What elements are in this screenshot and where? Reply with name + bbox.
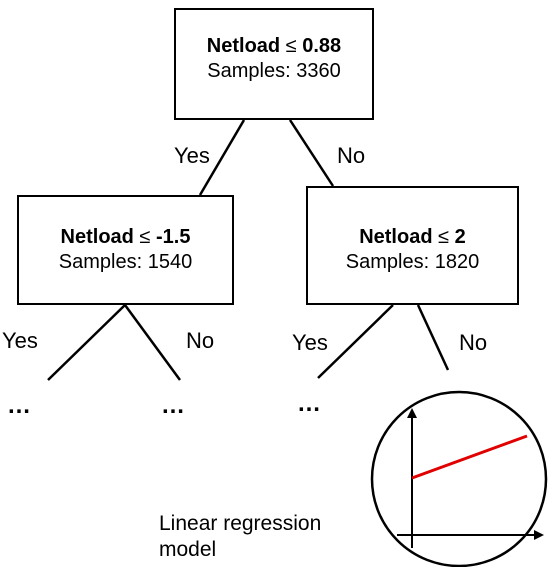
root-feature: Netload (206, 35, 281, 57)
edge-right-no (416, 304, 450, 371)
root-no-label: No (337, 143, 366, 168)
root-operator: ≤ (285, 35, 297, 57)
right-feature: Netload (359, 226, 433, 248)
left-condition: Netload ≤ -1.5 (19, 225, 232, 249)
leaf-circle (370, 390, 548, 567)
left-yes-label: Yes (2, 328, 38, 353)
left-samples: Samples: 1540 (58, 251, 193, 273)
leaf-caption: Linear regression model (159, 511, 321, 563)
edge-root-right (288, 119, 335, 187)
right-threshold: 2 (454, 226, 466, 248)
root-node: Netload ≤ 0.88 Samples: 3360 (174, 8, 374, 120)
root-condition: Netload ≤ 0.88 (176, 34, 372, 58)
left-yes-ellipsis: … (7, 392, 32, 419)
left-operator: ≤ (139, 226, 151, 248)
leaf-caption-line1: Linear regression (159, 512, 322, 535)
left-feature: Netload (60, 226, 134, 248)
right-samples: Samples: 1820 (345, 251, 480, 273)
linear-regression-leaf (370, 390, 548, 567)
edge-root-left (198, 119, 246, 196)
root-threshold: 0.88 (302, 35, 342, 57)
right-node: Netload ≤ 2 Samples: 1820 (306, 186, 519, 305)
right-no-label: No (459, 330, 488, 355)
right-operator: ≤ (438, 226, 450, 248)
left-no-ellipsis: … (161, 392, 186, 419)
leaf-caption-line2: model (159, 538, 217, 561)
regression-line (411, 434, 528, 480)
right-yes-ellipsis: … (297, 390, 322, 417)
left-no-label: No (186, 328, 215, 353)
edge-left-no (123, 304, 182, 381)
x-axis-arrowhead-icon (534, 530, 544, 540)
root-yes-label: Yes (174, 143, 210, 168)
right-condition: Netload ≤ 2 (308, 225, 517, 249)
left-node: Netload ≤ -1.5 Samples: 1540 (17, 195, 234, 305)
right-yes-label: Yes (292, 330, 328, 355)
edge-right-yes (317, 304, 394, 379)
root-samples: Samples: 3360 (207, 60, 341, 82)
edge-left-yes (47, 304, 126, 381)
y-axis-arrowhead-icon (407, 408, 417, 418)
left-threshold: -1.5 (155, 226, 191, 248)
